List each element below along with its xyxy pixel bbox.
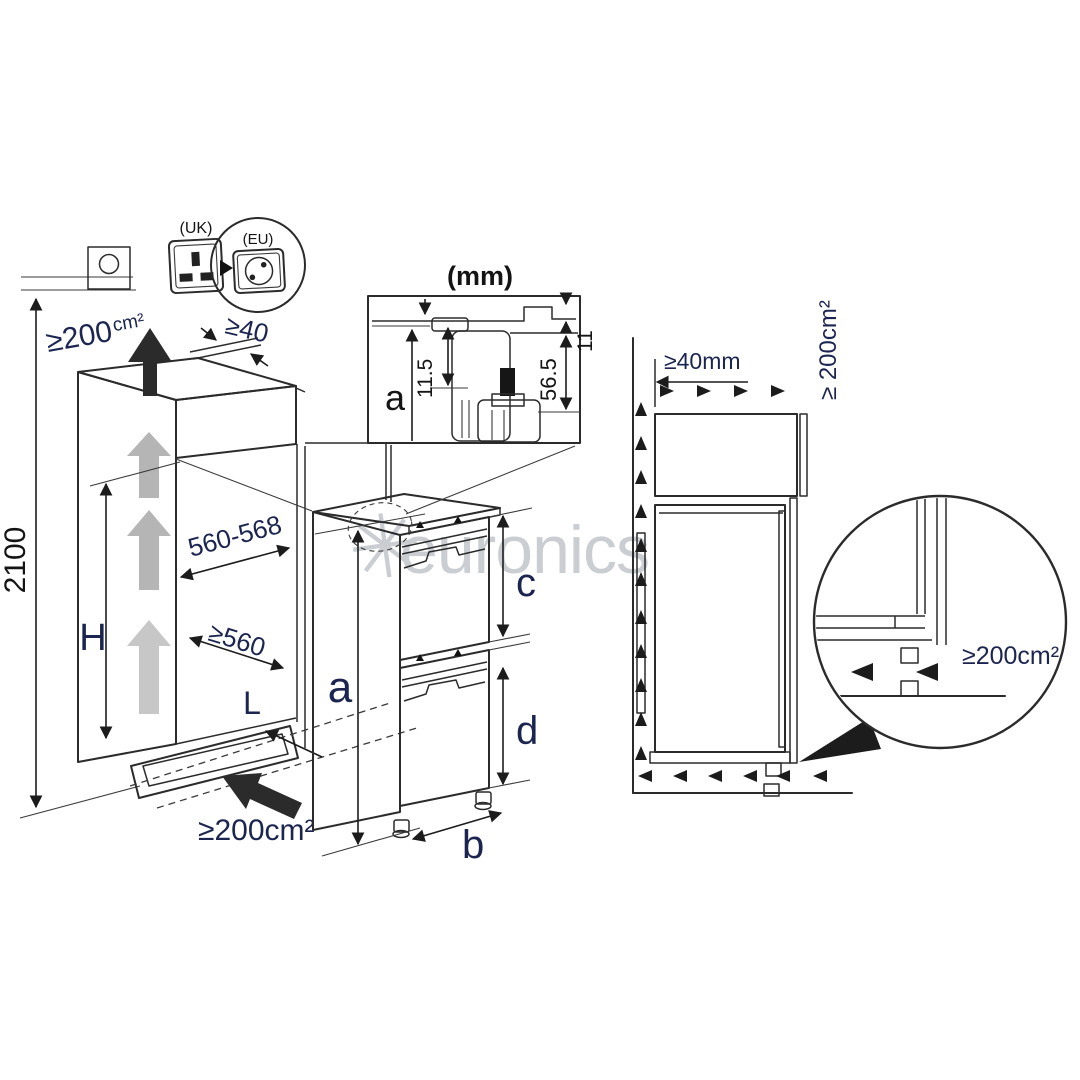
top-airflow-arrow [128,328,172,396]
base-detail-circle: ≥200cm² [799,494,1068,762]
hinge-detail-callout [347,502,413,552]
appliance-feet [392,791,492,839]
niche-height-label: H [79,617,106,659]
callout-pointer [799,718,881,762]
eu-socket-icon: (EU) [210,217,306,313]
detail-dim-inner: 11.5 [414,359,437,398]
base-vent-label: ≥200cm² [962,642,1059,670]
bottom-airflow-arrow [222,773,302,819]
top-detail-box: (mm) a 11.5 56.5 11 [367,261,597,444]
side-view-drawing: ≥40mm ≥ 200cm² [632,300,853,797]
niche-height-dimension: 2100 [0,297,141,819]
side-top-vent-label: ≥ 200cm² [815,300,842,400]
appliance-height-label: a [328,663,353,712]
airflow-up-arrow [127,432,171,498]
appliance-drawing: a c d b [175,442,576,867]
detail-units-title: (mm) [447,261,513,291]
detail-dim-outer: 56.5 [536,358,561,401]
bottom-vent-label: ≥200cm² [198,814,315,847]
airflow-arrows-top [660,385,785,397]
side-door-panel [789,497,798,764]
white-faces [78,358,807,830]
lower-door-height-label: d [516,709,538,753]
outlet-circle-icon [98,253,120,275]
eu-plug-label: (EU) [243,231,274,248]
rear-gap-label: ≥40mm [664,348,741,374]
appliance-depth-label: b [462,823,484,867]
niche-depth-label: ≥560 [205,617,269,663]
detail-height-ref: a [385,377,406,418]
airflow-arrows-bottom [638,770,827,782]
airflow-up-arrow [127,510,171,590]
wall-outlet [21,246,136,291]
niche-width-label: 560-568 [185,509,285,563]
upper-door-height-label: c [516,561,536,605]
top-gap-label: ≥40 [223,310,272,349]
plug-symbols: (UK) (EU) [167,217,306,313]
airflow-up-arrow [127,620,171,714]
plinth-vent-grille [130,725,299,799]
detail-dim-step: 11 [574,330,597,352]
uk-plug-label: (UK) [180,220,213,237]
plinth-depth-label: L [243,685,261,721]
niche-total-height: 2100 [0,527,32,594]
airflow-arrows-rear [635,402,647,760]
niche-drawing: ≥200cm² ≥40 H 560-568 ≥560 L ≥200cm² [43,309,421,847]
top-vent-label: ≥200cm² [43,309,147,359]
